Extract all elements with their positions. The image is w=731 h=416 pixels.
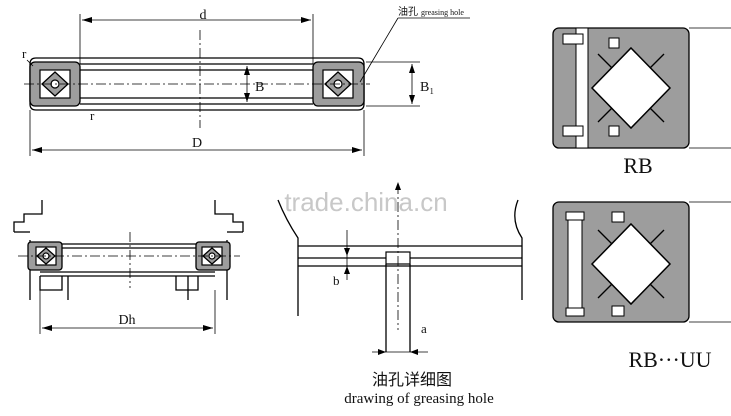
- greasing-detail-caption-cn: 油孔详细图: [372, 371, 452, 389]
- greasing-hole-callout-cn: 油孔: [398, 5, 418, 18]
- dim-d-label: d: [200, 8, 207, 23]
- rb-uu-type-view: RB···UU: [552, 201, 731, 372]
- dim-B-label: B: [255, 80, 264, 95]
- dim-b-label: b: [333, 273, 340, 288]
- dim-D-label: D: [192, 136, 202, 151]
- dim-a-label: a: [421, 321, 427, 336]
- dim-Dh-label: Dh: [118, 313, 135, 328]
- mounting-section-view: Dh: [13, 200, 244, 334]
- greasing-hole-callout-en: greasing hole: [421, 8, 464, 17]
- rb-uu-label: RB···UU: [628, 347, 711, 372]
- watermark-text: trade.china.cn: [284, 187, 447, 217]
- rb-label: RB: [623, 153, 652, 178]
- rb-type-view: RB: [552, 27, 731, 178]
- dim-B1-label: B₁: [420, 80, 434, 95]
- greasing-detail-caption-en: drawing of greasing hole: [344, 391, 494, 407]
- radius-r-bottom-label: r: [90, 108, 95, 123]
- radius-r-top-label: r: [22, 46, 27, 61]
- bearing-section-view: d B B₁ r r: [22, 5, 470, 156]
- greasing-hole-detail-view: b a 油孔详细图 drawing of greasing hole: [277, 182, 523, 407]
